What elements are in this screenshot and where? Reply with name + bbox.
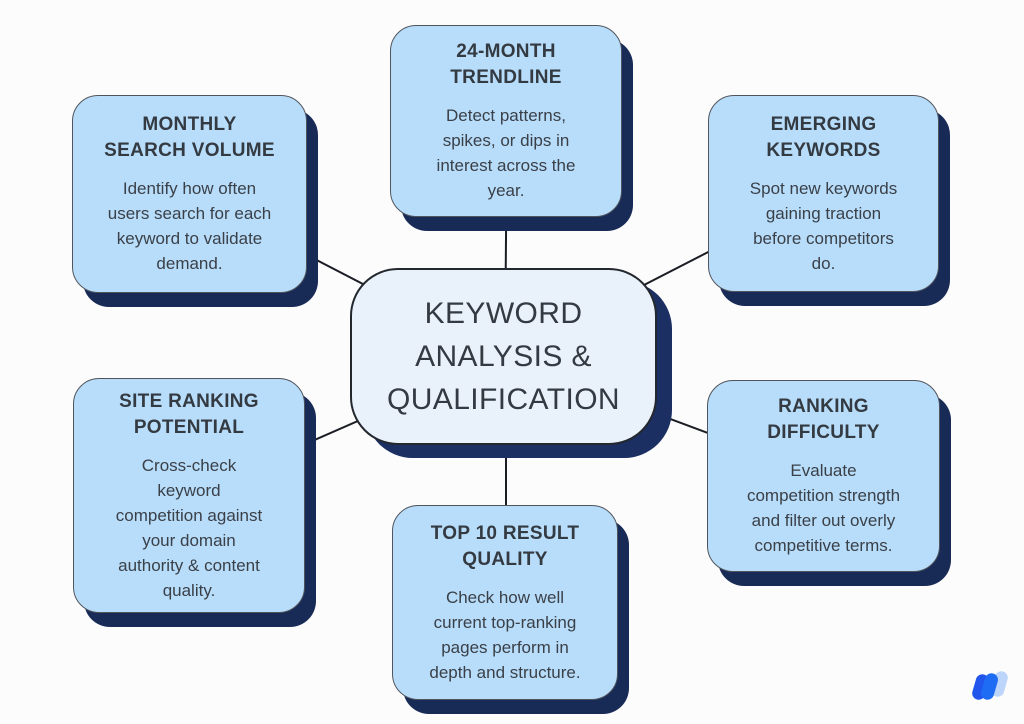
brand-logo-icon (968, 666, 1012, 706)
node-body: Cross-check keyword competition against … (115, 455, 263, 600)
node-body: Identify how often users search for each… (107, 179, 272, 273)
node-title: EMERGING KEYWORDS (766, 113, 881, 161)
node-body: Evaluate competition strength and filter… (746, 461, 901, 555)
node-body: Spot new keywords gaining traction befor… (749, 178, 898, 273)
node-site-ranking-potential: SITE RANKING POTENTIAL Cross-check keywo… (73, 378, 305, 613)
node-emerging-keywords: EMERGING KEYWORDS Spot new keywords gain… (708, 95, 939, 292)
node-top10-result-quality: TOP 10 RESULT QUALITY Check how well cur… (392, 505, 618, 700)
node-ranking-difficulty: RANKING DIFFICULTY Evaluate competition … (707, 380, 940, 572)
node-title: TOP 10 RESULT QUALITY (430, 522, 580, 570)
center-node-title: KEYWORD ANALYSIS & QUALIFICATION (387, 297, 620, 416)
node-body: Detect patterns, spikes, or dips in inte… (436, 106, 576, 200)
node-monthly-search-volume: MONTHLY SEARCH VOLUME Identify how often… (72, 95, 307, 293)
node-24-month-trendline: 24-MONTH TRENDLINE Detect patterns, spik… (390, 25, 622, 217)
node-title: MONTHLY SEARCH VOLUME (104, 114, 275, 161)
node-title: 24-MONTH TRENDLINE (450, 41, 562, 88)
node-title: RANKING DIFFICULTY (767, 396, 880, 443)
node-body: Check how well current top-ranking pages… (429, 587, 581, 682)
node-keyword-analysis: KEYWORD ANALYSIS & QUALIFICATION (350, 268, 657, 445)
node-title: SITE RANKING POTENTIAL (119, 390, 259, 438)
